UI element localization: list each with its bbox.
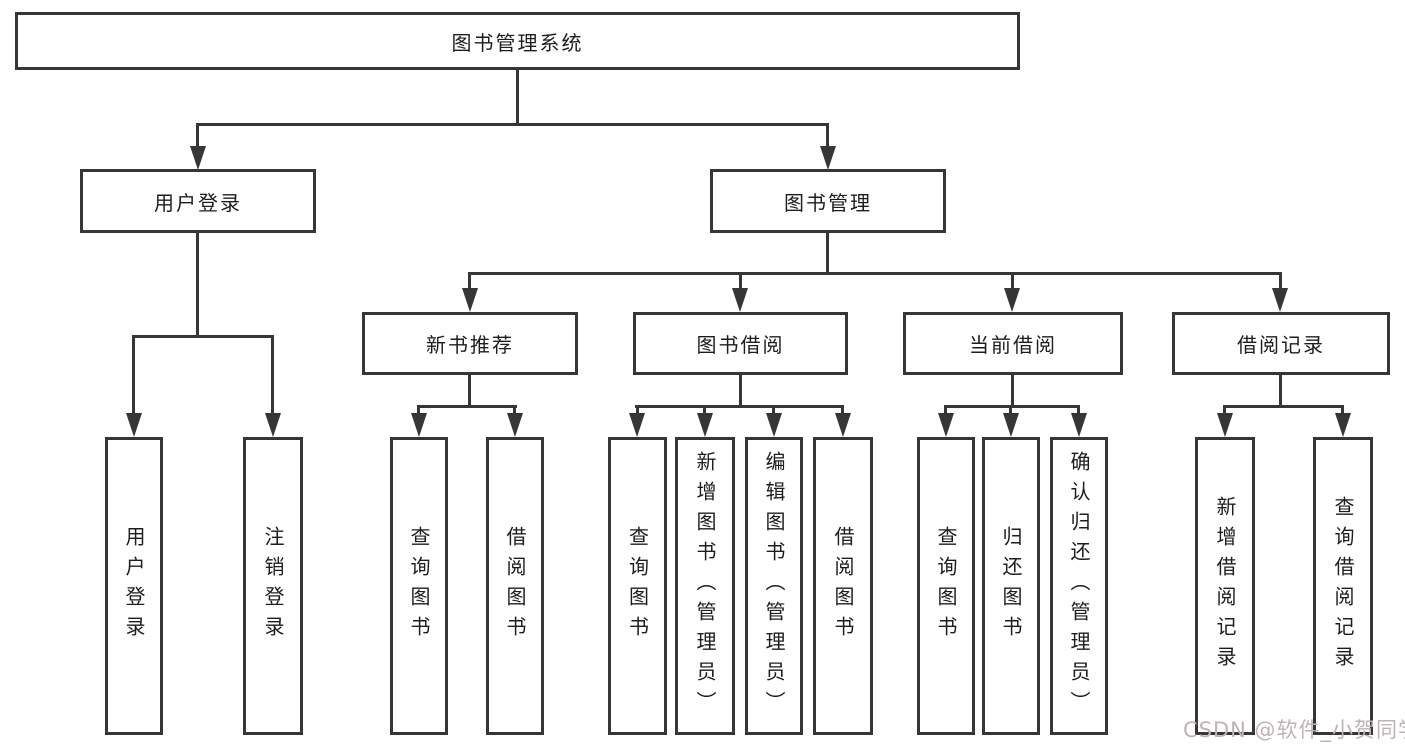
leaf-borrow-books-label: 借阅图书: [831, 526, 855, 646]
leaf-confirm-return-admin: 确认归还（管理员）: [1050, 437, 1108, 735]
connector-leaf-stem: [417, 405, 420, 415]
leaf-query-books-current: 查询图书: [917, 437, 975, 735]
watermark: CSDN @软件_小贺同学: [1183, 718, 1405, 742]
arrow-down-icon: [629, 413, 645, 437]
connector-level3-bar: [468, 272, 1282, 275]
leaf-query-books-borrow-label: 查询图书: [625, 526, 650, 646]
connector-book-borrow-down: [739, 374, 742, 407]
node-current-borrow-label: 当前借阅: [969, 333, 1057, 357]
leaf-logout-label: 注销登录: [261, 526, 285, 646]
leaf-user-login-label: 用户登录: [122, 526, 146, 646]
node-borrow-records-label: 借阅记录: [1237, 333, 1325, 357]
leaf-query-books-recommend-label: 查询图书: [407, 526, 431, 646]
node-user-login-label: 用户登录: [154, 190, 242, 215]
leaf-query-books-current-label: 查询图书: [934, 526, 958, 646]
node-book-borrow: 图书借阅: [633, 312, 848, 375]
node-borrow-records: 借阅记录: [1172, 312, 1390, 375]
connector-leaf-stem: [271, 335, 274, 415]
connector-leaf-stem: [513, 405, 516, 415]
arrow-down-icon: [126, 413, 142, 437]
node-book-management: 图书管理: [710, 169, 946, 233]
arrow-down-icon: [820, 146, 836, 170]
node-root: 图书管理系统: [15, 12, 1020, 70]
connector-leaf-stem: [1341, 405, 1344, 415]
node-new-book-recommend: 新书推荐: [362, 312, 578, 375]
connector-book-borrow-bar: [635, 405, 844, 408]
arrow-down-icon: [1003, 413, 1019, 437]
leaf-add-book-admin-label: 新增图书（管理员）: [693, 451, 717, 721]
connector-current-borrow-down: [1011, 374, 1014, 407]
connector-level3-stem: [739, 272, 742, 290]
leaf-borrow-books-recommend-label: 借阅图书: [503, 526, 527, 646]
connector-user-login-bar: [132, 335, 274, 338]
arrow-down-icon: [1217, 413, 1233, 437]
node-current-borrow: 当前借阅: [903, 312, 1123, 375]
arrow-down-icon: [190, 146, 206, 170]
connector-current-borrow-bar: [944, 405, 1080, 408]
connector-leaf-stem: [1223, 405, 1226, 415]
connector-book-management-stem: [826, 123, 829, 148]
leaf-confirm-return-admin-label: 确认归还（管理员）: [1067, 451, 1091, 721]
connector-leaf-stem: [772, 405, 775, 415]
arrow-down-icon: [1335, 413, 1351, 437]
connector-book-management-down: [826, 232, 829, 274]
leaf-query-books-borrow: 查询图书: [608, 437, 667, 735]
connector-level3-stem: [1011, 272, 1014, 290]
leaf-user-login: 用户登录: [105, 437, 163, 735]
connector-level3-stem: [1279, 272, 1282, 290]
leaf-borrow-books: 借阅图书: [813, 437, 873, 735]
leaf-add-borrow-record-label: 新增借阅记录: [1213, 496, 1237, 676]
connector-leaf-stem: [636, 405, 639, 415]
arrow-down-icon: [732, 288, 748, 312]
node-root-label: 图书管理系统: [451, 30, 584, 55]
node-book-borrow-label: 图书借阅: [696, 333, 785, 357]
connector-borrow-records-bar: [1223, 405, 1344, 408]
leaf-return-books-label: 归还图书: [999, 526, 1023, 646]
leaf-add-book-admin: 新增图书（管理员）: [675, 437, 735, 735]
leaf-add-borrow-record: 新增借阅记录: [1195, 437, 1255, 735]
leaf-query-books-recommend: 查询图书: [390, 437, 448, 735]
arrow-down-icon: [265, 413, 281, 437]
arrow-down-icon: [1071, 413, 1087, 437]
connector-leaf-stem: [1009, 405, 1012, 415]
arrow-down-icon: [938, 413, 954, 437]
leaf-borrow-books-recommend: 借阅图书: [486, 437, 544, 735]
arrow-down-icon: [1004, 288, 1020, 312]
arrow-down-icon: [462, 288, 478, 312]
connector-leaf-stem: [841, 405, 844, 415]
connector-new-book-bar: [417, 405, 517, 408]
connector-new-book-down: [468, 374, 471, 407]
leaf-edit-book-admin-label: 编辑图书（管理员）: [762, 451, 786, 721]
connector-user-login-stem: [196, 123, 199, 148]
arrow-down-icon: [1272, 288, 1288, 312]
arrow-down-icon: [507, 413, 523, 437]
leaf-logout: 注销登录: [243, 437, 303, 735]
node-user-login: 用户登录: [80, 169, 316, 233]
leaf-query-borrow-record-label: 查询借阅记录: [1331, 496, 1355, 676]
connector-borrow-records-down: [1279, 374, 1282, 407]
connector-leaf-stem: [1077, 405, 1080, 415]
connector-root-stem: [516, 70, 519, 125]
connector-leaf-stem: [132, 335, 135, 415]
connector-leaf-stem: [703, 405, 706, 415]
leaf-query-borrow-record: 查询借阅记录: [1313, 437, 1373, 735]
connector-leaf-stem: [944, 405, 947, 415]
arrow-down-icon: [766, 413, 782, 437]
leaf-edit-book-admin: 编辑图书（管理员）: [745, 437, 803, 735]
node-book-management-label: 图书管理: [784, 190, 872, 215]
arrow-down-icon: [835, 413, 851, 437]
connector-level2-bar: [196, 123, 829, 126]
arrow-down-icon: [697, 413, 713, 437]
arrow-down-icon: [411, 413, 427, 437]
connector-user-login-down: [196, 232, 199, 337]
leaf-return-books: 归还图书: [982, 437, 1040, 735]
node-new-book-recommend-label: 新书推荐: [426, 333, 514, 357]
connector-level3-stem: [468, 272, 471, 290]
